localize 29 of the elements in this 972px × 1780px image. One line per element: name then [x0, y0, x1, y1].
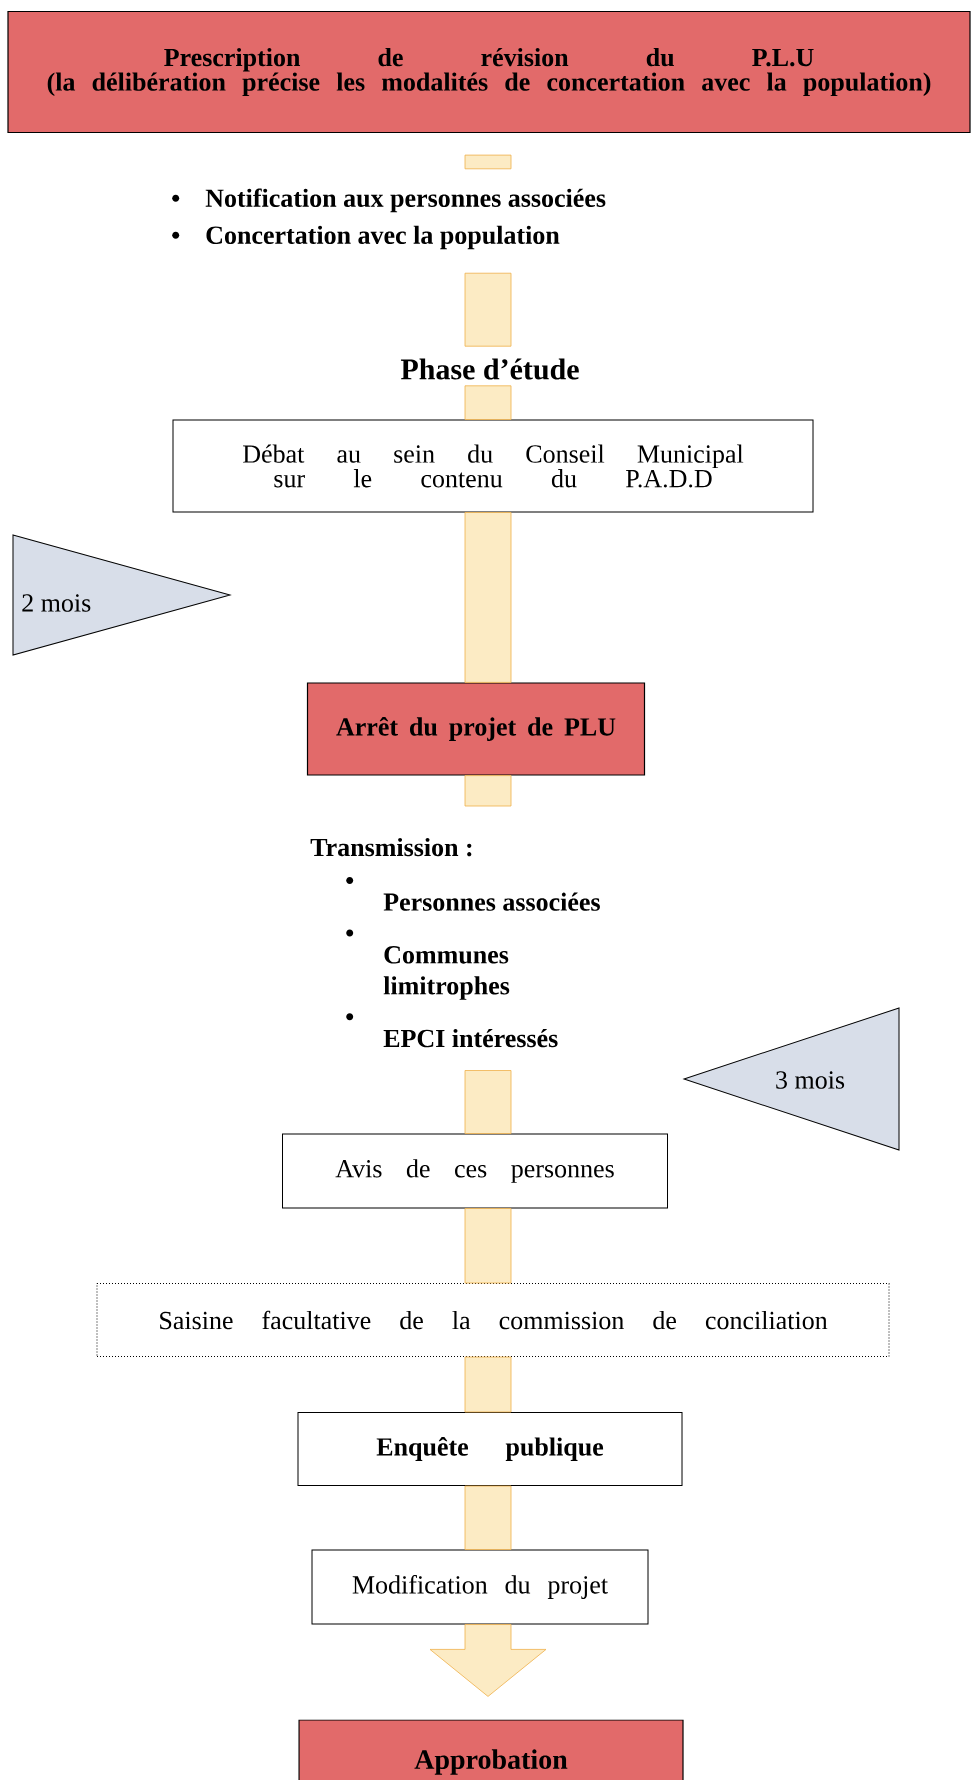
band-arrow [429, 1624, 547, 1697]
band-connector [464, 1208, 512, 1284]
optional-box: Saisine facultative de la commission de conciliation [96, 1283, 890, 1357]
highlight-box: Arrêt du projet de PLU [306, 682, 646, 776]
phase-heading: Phase d’étude [400, 358, 579, 380]
duration-triangle: 3 mois [683, 1007, 900, 1151]
highlight-box: Prescription de révision du P.L.U (la délibération précise les modalités de concertation avec la population) [7, 10, 971, 134]
node-label: Personnes associées [383, 892, 600, 911]
process-box: Avis de ces personnes [282, 1133, 668, 1209]
band-connector [464, 1070, 512, 1134]
band-connector [464, 385, 512, 420]
bullet-list: Transmission : Personnes associées Communes limitrophes EPCI intéressés [310, 837, 600, 1048]
process-box: Enquête publique [297, 1412, 683, 1486]
bullet-list: Notification aux personnes associées Concertation avec la population [172, 188, 606, 250]
highlight-box: Approbation [298, 1719, 684, 1780]
node-label: Communes limitrophes [383, 946, 510, 1000]
band-connector [464, 154, 512, 170]
band-connector [464, 1356, 512, 1413]
node-label: Notification aux personnes associées [205, 188, 606, 213]
process-box: Modification du projet [311, 1549, 649, 1625]
band-connector [464, 1485, 512, 1550]
node-label: Concertation avec la population [206, 225, 560, 250]
band-connector [464, 512, 512, 683]
process-box: Débat au sein du Conseil Municipal sur le contenu du P.A.D.D [172, 419, 814, 513]
band-connector [464, 775, 512, 807]
node-label: Transmission : [310, 837, 472, 857]
duration-triangle: 2 mois [12, 534, 231, 656]
node-label: EPCI intéressés [383, 1028, 558, 1048]
band-connector [464, 272, 512, 347]
